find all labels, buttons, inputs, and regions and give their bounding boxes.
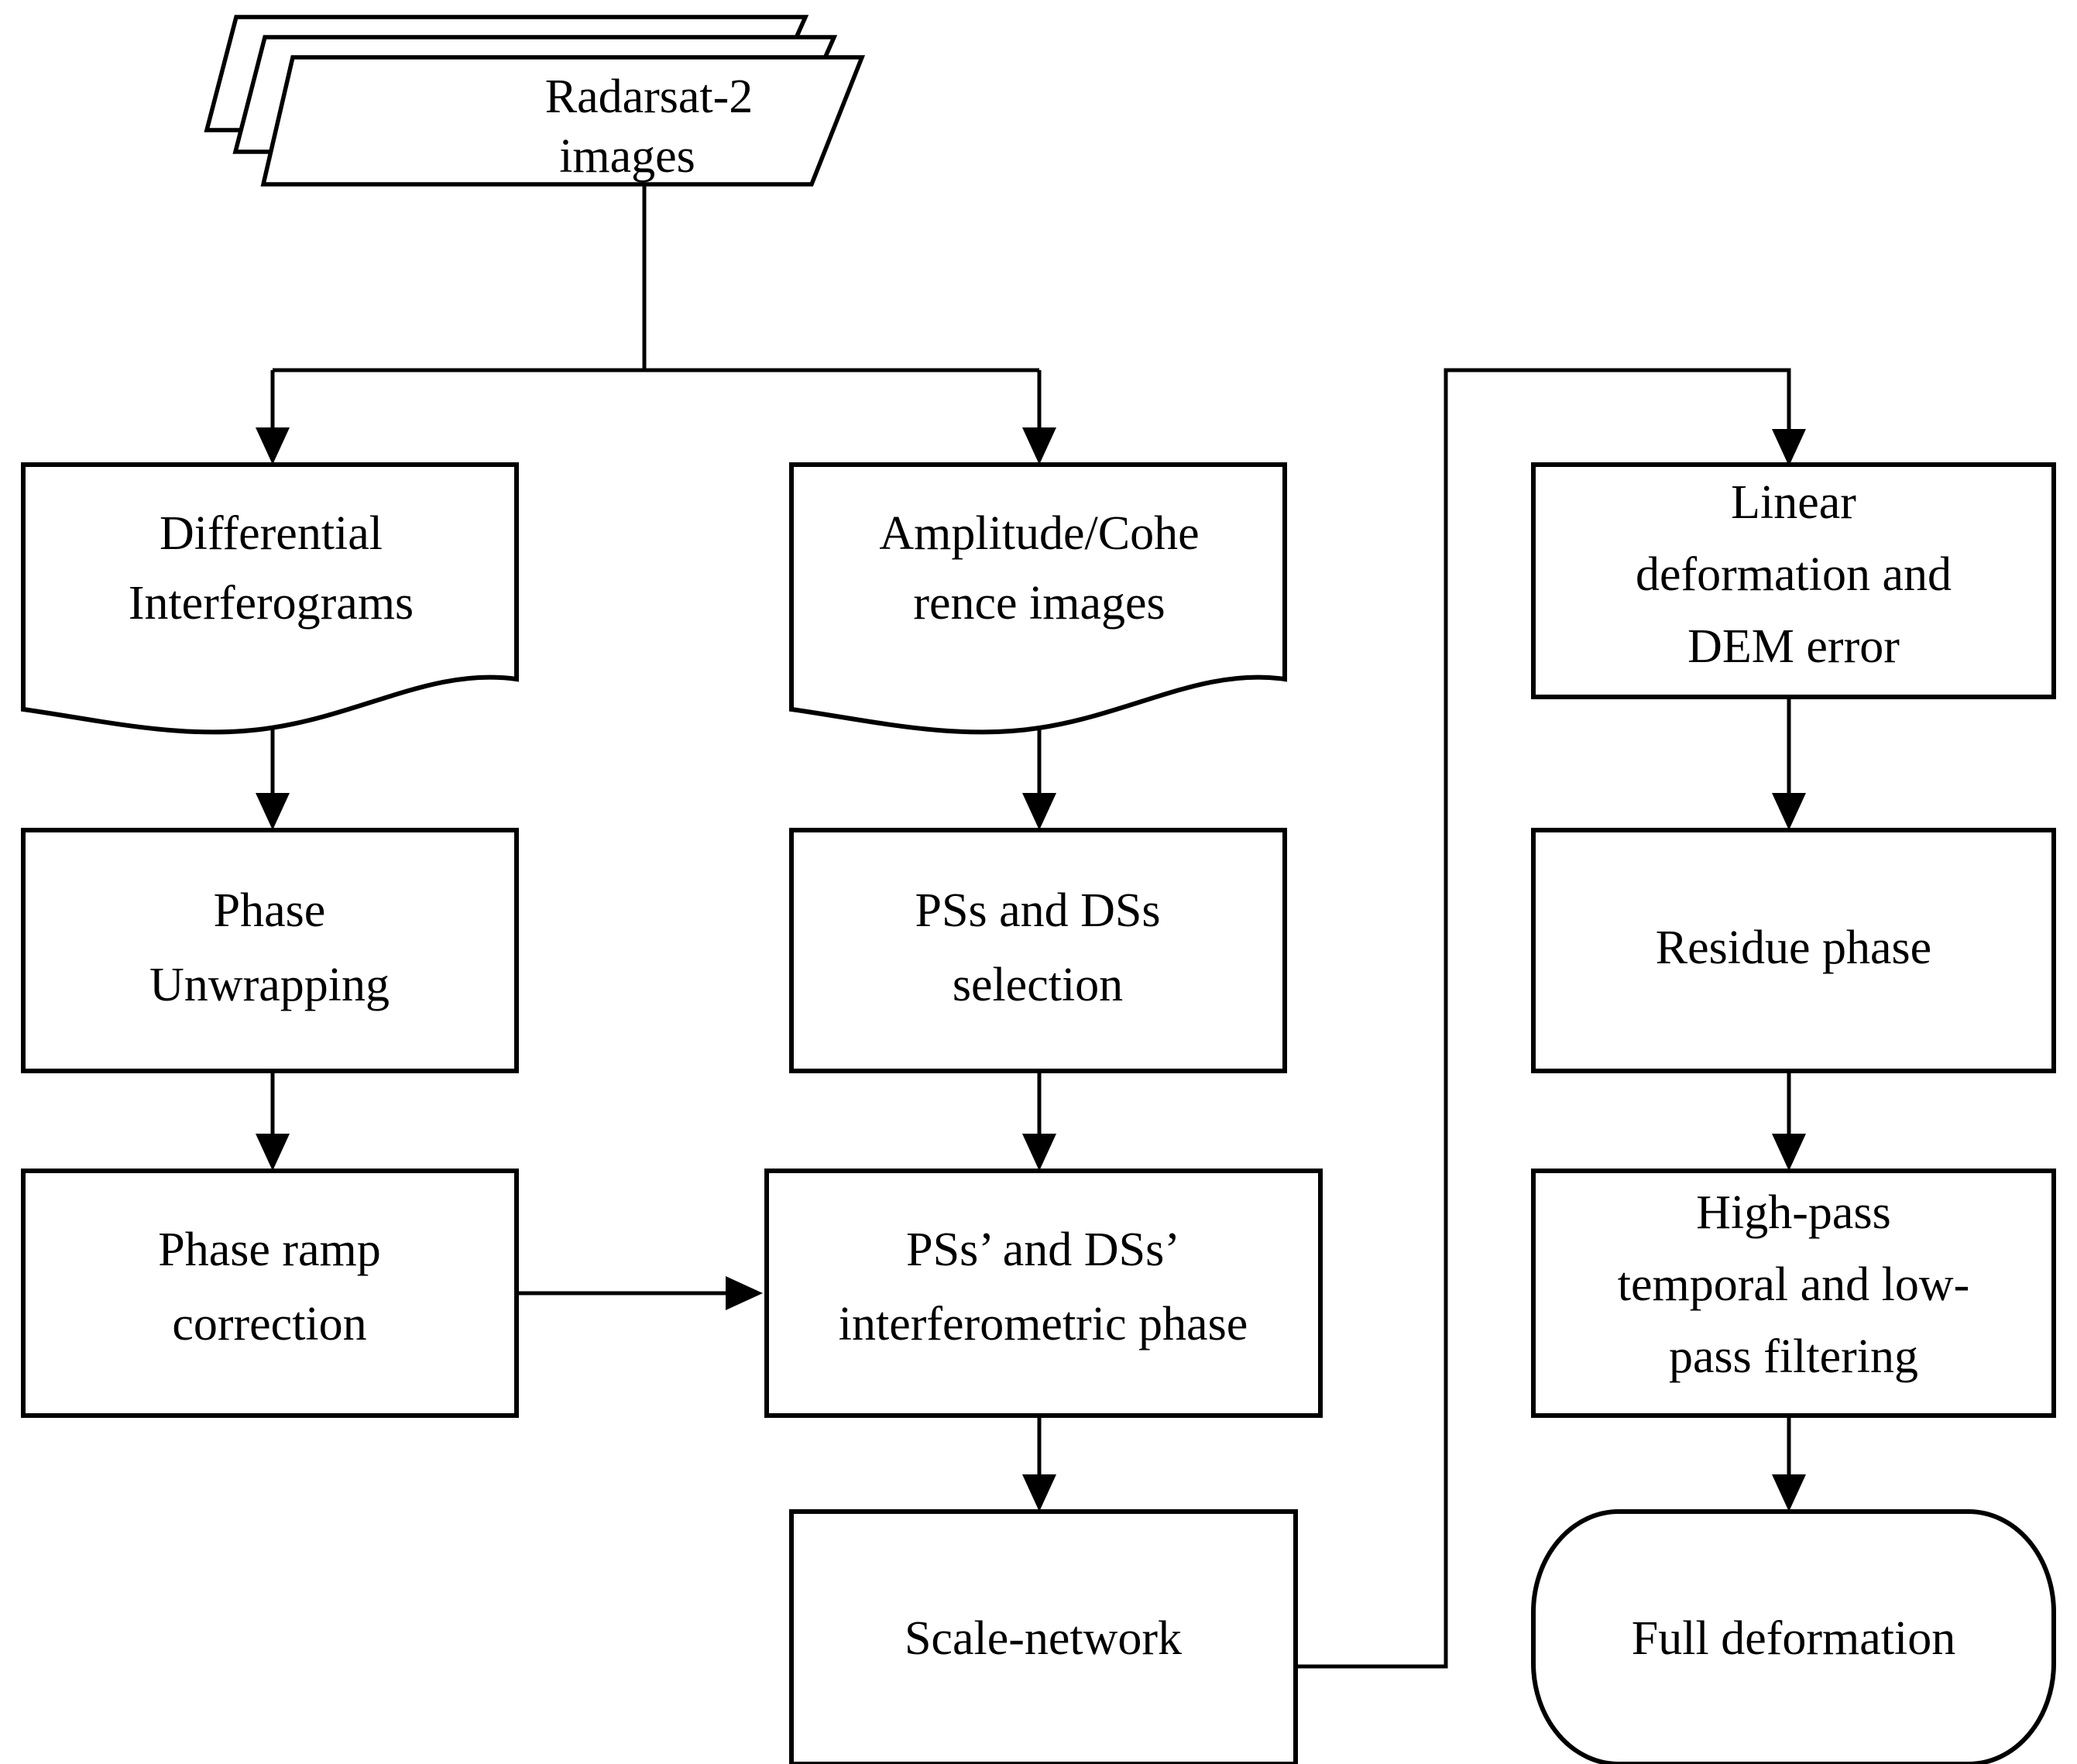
node-scale-network[interactable]: Scale-network <box>789 1509 1298 1764</box>
node-ps-ds-selection[interactable]: PSs and DSs selection <box>789 828 1287 1073</box>
residue-phase-shape <box>1531 828 2056 1073</box>
highpass-label-line-3: pass filtering <box>1669 1330 1918 1383</box>
arrowhead-to-amplitude <box>1022 427 1056 465</box>
arrowhead-to-full-deformation <box>1772 1474 1806 1512</box>
phase-ramp-shape <box>21 1169 519 1418</box>
selection-label-line-2: selection <box>953 959 1123 1011</box>
arrowhead-to-phase-ramp <box>256 1134 290 1171</box>
radarsat-label-line-1: Radarsat-2 <box>545 70 754 123</box>
interferometric-label-line-1: PSs’ and DSs’ <box>906 1223 1180 1276</box>
phase-unwrapping-shape <box>21 828 519 1073</box>
differential-label-line-1: Differential <box>160 507 383 560</box>
node-amplitude-coherence-images[interactable]: Amplitude/Cohe rence images <box>789 462 1287 735</box>
ramp-label-line-1: Phase ramp <box>158 1223 381 1276</box>
amplitude-coherence-shape <box>789 462 1287 735</box>
node-residue-phase[interactable]: Residue phase <box>1531 828 2056 1073</box>
ramp-label-line-2: correction <box>172 1298 366 1350</box>
differential-label-line-2: Interferograms <box>129 577 414 630</box>
selection-label-line-1: PSs and DSs <box>915 884 1161 937</box>
arrowhead-to-differential <box>256 427 290 465</box>
arrowhead-to-scale-network <box>1022 1474 1056 1512</box>
amplitude-label-line-1: Amplitude/Cohe <box>879 507 1199 560</box>
amplitude-label-line-2: rence images <box>913 577 1165 630</box>
node-radarsat-2-images[interactable]: Radarsat-2 images <box>204 15 866 187</box>
full-deformation-shape <box>1531 1509 2056 1764</box>
arrowhead-to-high-pass <box>1772 1134 1806 1171</box>
arrowhead-to-residue-phase <box>1772 793 1806 830</box>
node-linear-deformation-dem-error[interactable]: Linear deformation and DEM error <box>1531 462 2056 699</box>
scale-network-label: Scale-network <box>905 1612 1182 1665</box>
arrowhead-to-linear-deformation <box>1772 429 1806 466</box>
full-deformation-label: Full deformation <box>1632 1612 1955 1665</box>
node-ps-ds-interferometric-phase[interactable]: PSs’ and DSs’ interferometric phase <box>764 1169 1323 1418</box>
arrowhead-ramp-to-interferometric <box>726 1276 763 1310</box>
radarsat-stack-front <box>260 55 866 187</box>
node-high-pass-filtering[interactable]: High-pass temporal and low- pass filteri… <box>1531 1169 2056 1418</box>
edge-scale-to-linear <box>1296 368 1791 1669</box>
interferometric-phase-shape <box>764 1169 1323 1418</box>
arrowhead-to-phase-unwrapping <box>256 793 290 830</box>
node-differential-interferograms[interactable]: Differential Interferograms <box>21 462 519 735</box>
linear-label-line-3: DEM error <box>1687 620 1900 673</box>
node-phase-unwrapping[interactable]: Phase Unwrapping <box>21 828 519 1073</box>
scale-network-shape <box>789 1509 1298 1764</box>
highpass-label-line-1: High-pass <box>1696 1186 1890 1239</box>
arrowhead-to-interferometric-phase <box>1022 1134 1056 1171</box>
unwrapping-label-line-1: Phase <box>214 884 326 937</box>
residue-label: Residue phase <box>1656 921 1931 974</box>
linear-label-line-2: deformation and <box>1636 548 1952 601</box>
linear-deformation-shape <box>1531 462 2056 699</box>
unwrapping-label-line-2: Unwrapping <box>149 959 390 1011</box>
linear-label-line-1: Linear <box>1731 476 1856 529</box>
highpass-label-line-2: temporal and low- <box>1618 1258 1970 1311</box>
radarsat-label-line-2: images <box>559 130 695 183</box>
arrowhead-to-ps-ds-selection <box>1022 793 1056 830</box>
node-full-deformation[interactable]: Full deformation <box>1531 1509 2056 1764</box>
ps-ds-selection-shape <box>789 828 1287 1073</box>
differential-interferograms-shape <box>21 462 519 735</box>
interferometric-label-line-2: interferometric phase <box>839 1298 1248 1350</box>
node-phase-ramp-correction[interactable]: Phase ramp correction <box>21 1169 519 1418</box>
high-pass-shape <box>1531 1169 2056 1418</box>
